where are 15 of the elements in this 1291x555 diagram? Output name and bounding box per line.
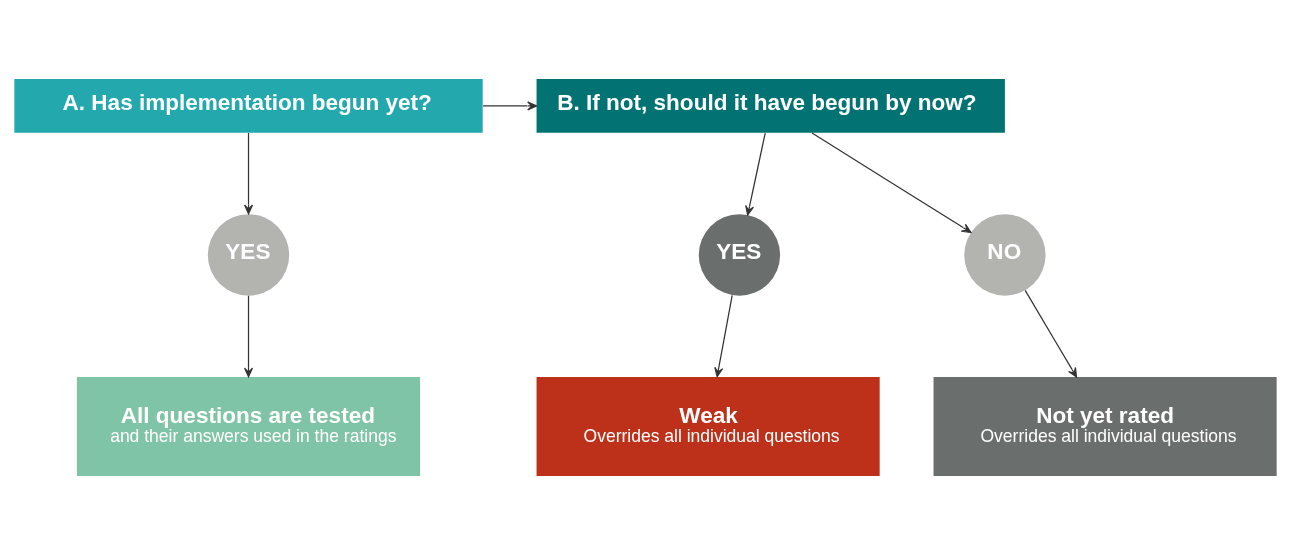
node-box: Not yet rated Overrides all individual questions <box>933 377 1277 476</box>
node-box: Weak Overrides all individual questions <box>536 377 880 476</box>
node-box: All questions are tested and their answers used in the ratings <box>76 377 421 476</box>
arrow <box>243 132 254 215</box>
arrow <box>1024 289 1078 378</box>
node-circle: NO <box>964 214 1046 296</box>
arrow <box>714 294 733 378</box>
arrow <box>811 132 972 233</box>
arrow <box>482 101 538 111</box>
arrow <box>745 132 766 216</box>
node-circle: YES <box>207 214 290 296</box>
arrow <box>243 295 254 378</box>
node-circle: YES <box>698 214 781 296</box>
node-box: B. If not, should it have begun by now? <box>536 79 1005 133</box>
node-box: A. Has implementation begun yet? <box>14 79 483 133</box>
